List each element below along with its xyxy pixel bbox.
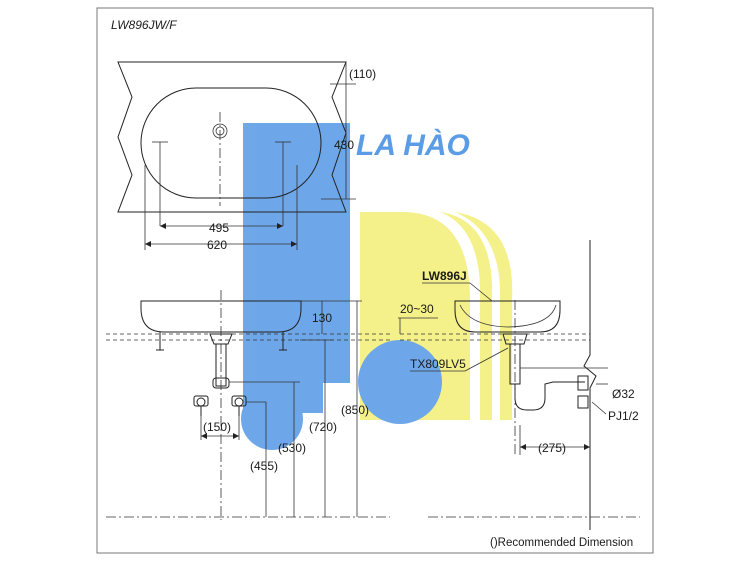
front-elevation: (150) (455) (530) (720) (850) 130: [106, 290, 390, 520]
dim-trap-height: (530): [278, 441, 306, 455]
plan-view: 495 620 (110) 430: [117, 61, 376, 252]
label-waste-model: TX809LV5: [410, 357, 466, 371]
dim-supply-spacing: (150): [203, 420, 231, 434]
model-title: LW896JW/F: [111, 18, 177, 32]
dim-supply-height: (455): [250, 459, 278, 473]
wall-line: [583, 240, 597, 530]
label-pipe-thread: PJ1/2: [608, 409, 639, 423]
label-pipe-dia: Ø32: [612, 387, 635, 401]
dim-width: 620: [207, 238, 227, 252]
basin-outline-side: [454, 300, 561, 333]
dim-depth: 430: [334, 138, 354, 152]
dim-rim-height: (850): [341, 403, 369, 417]
basin-outline-plan: [140, 87, 322, 199]
watermark-brand-text: LA HÀO: [356, 128, 470, 162]
basin-outline-front: [140, 300, 302, 333]
countertop-outline: [117, 61, 347, 213]
side-elevation: 20~30 LW896J TX809LV5 Ø32 PJ1/2 (275): [398, 240, 640, 530]
waste-fitting-front: [209, 333, 233, 345]
dim-counter-gap: 20~30: [400, 302, 434, 316]
dim-counter-height: (720): [309, 420, 337, 434]
dim-bowl-height: 130: [312, 311, 332, 325]
footnote-recommended: ()Recommended Dimension: [490, 537, 633, 549]
dim-wall-offset: (110): [349, 67, 376, 81]
dim-trap-projection: (275): [538, 441, 566, 455]
label-basin-model: LW896J: [422, 269, 467, 283]
dim-bolt-spacing: 495: [209, 221, 229, 235]
